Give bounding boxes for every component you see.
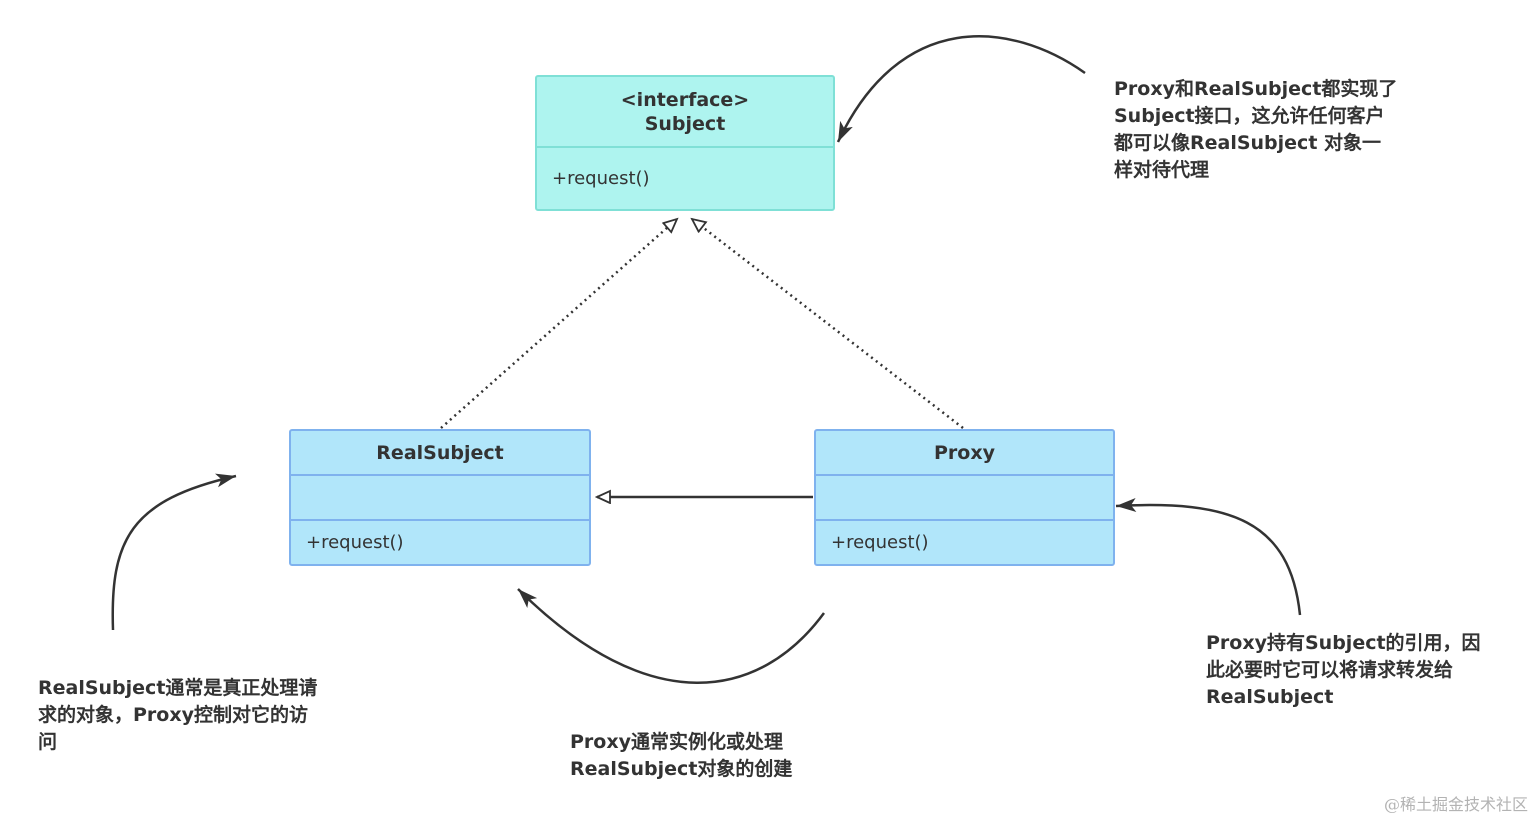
note-arrow-realsubject [111, 473, 237, 631]
proxy-class-header: Proxy [816, 431, 1113, 476]
subject-class-header: <interface> Subject [537, 77, 833, 148]
subject-method-request: +request() [552, 168, 650, 189]
note-arrow-proxy-create [517, 588, 826, 684]
realsubject-method-request: +request() [306, 532, 404, 553]
note-arrow-proxy [1115, 497, 1302, 616]
subject-methods-section: +request() [537, 148, 833, 209]
realsubject-class-header: RealSubject [291, 431, 589, 476]
realsubject-fields-section [291, 476, 589, 521]
realization-realsubject-to-subject [440, 219, 677, 429]
subject-stereotype: <interface> [620, 88, 750, 111]
proxy-methods-section: +request() [816, 521, 1113, 564]
note-subject-interface: Proxy和RealSubject都实现了 Subject接口，这允许任何客户 … [1114, 78, 1398, 181]
realsubject-class-name: RealSubject [376, 441, 504, 464]
proxy-fields-section [816, 476, 1113, 521]
proxy-class[interactable]: Proxy +request() [814, 429, 1115, 566]
watermark-text: @稀土掘金技术社区 [1383, 795, 1528, 814]
realsubject-class[interactable]: RealSubject +request() [289, 429, 591, 566]
subject-interface-class[interactable]: <interface> Subject +request() [535, 75, 835, 211]
proxy-class-name: Proxy [934, 441, 995, 464]
realization-proxy-to-subject [692, 219, 964, 429]
note-arrow-subject [836, 35, 1086, 143]
note-proxy-reference: Proxy持有Subject的引用，因 此必要时它可以将请求转发给 RealSu… [1206, 632, 1481, 708]
proxy-method-request: +request() [831, 532, 929, 553]
note-realsubject-role: RealSubject通常是真正处理请 求的对象，Proxy控制对它的访 问 [38, 677, 318, 753]
subject-class-name: Subject [644, 112, 726, 135]
note-proxy-creation: Proxy通常实例化或处理 RealSubject对象的创建 [570, 731, 793, 780]
realsubject-methods-section: +request() [291, 521, 589, 564]
